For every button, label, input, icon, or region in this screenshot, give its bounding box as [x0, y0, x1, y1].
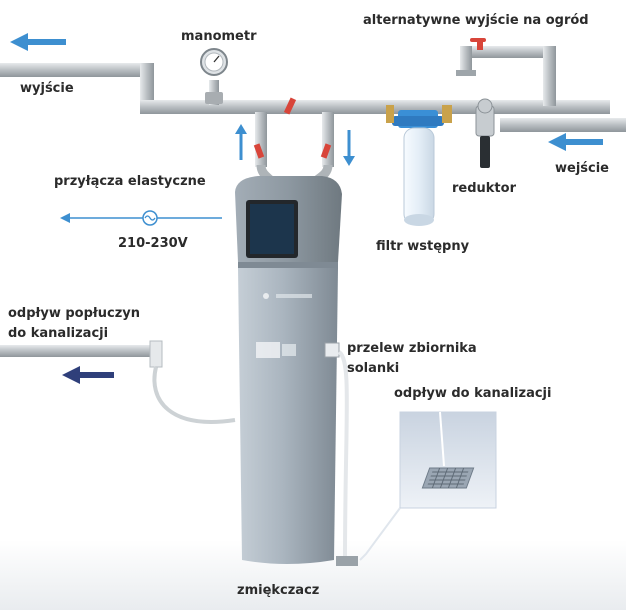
- outlet-label: wyjście: [20, 81, 74, 96]
- garden-valve-icon: [470, 38, 486, 50]
- prefilter-housing: [392, 110, 444, 226]
- backwash-drain-label-line1: odpływ popłuczyn: [8, 306, 140, 321]
- reducer-label: reduktor: [452, 181, 516, 196]
- inlet-pipe: [500, 118, 626, 132]
- pressure-reducer: [475, 98, 495, 168]
- brine-overflow-label-line2: solanki: [347, 361, 400, 376]
- water-softener: [235, 176, 342, 564]
- manometer-gauge: [200, 48, 228, 105]
- outlet-arrow: [10, 33, 66, 51]
- power-line: [60, 210, 222, 226]
- garden-outlet-pipe: [456, 46, 556, 106]
- backwash-drain-pipe: [0, 340, 236, 424]
- brine-overflow-label-line1: przelew zbiornika: [347, 341, 477, 356]
- flex-connectors-label: przyłącza elastyczne: [54, 174, 206, 189]
- garden-outlet-label: alternatywne wyjście na ogród: [363, 13, 589, 28]
- softener-label: zmiękczacz: [237, 583, 320, 598]
- bypass-valves-icon: [253, 97, 332, 159]
- brine-overflow-pipe: [324, 342, 358, 566]
- manometer-label: manometr: [181, 29, 257, 44]
- drain-arrow: [62, 366, 114, 384]
- flow-up-arrow: [235, 124, 247, 160]
- brass-fitting: [386, 105, 394, 123]
- outlet-pipe: [0, 63, 610, 114]
- brass-fitting: [442, 105, 452, 123]
- prefilter-label: filtr wstępny: [376, 239, 470, 254]
- backwash-drain-label-line2: do kanalizacji: [8, 326, 109, 341]
- flow-down-arrow: [343, 130, 355, 166]
- inlet-label: wejście: [555, 161, 609, 176]
- floor-drain-panel: [359, 411, 497, 561]
- voltage-label: 210-230V: [118, 236, 188, 251]
- inlet-arrow: [548, 133, 603, 151]
- floor-drain-label: odpływ do kanalizacji: [394, 386, 552, 401]
